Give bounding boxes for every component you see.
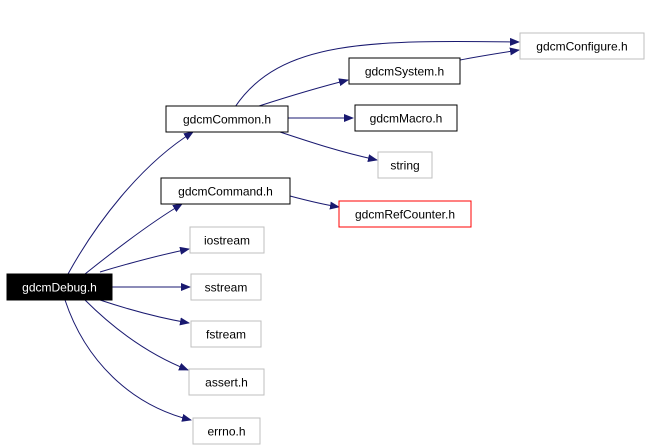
node-gdcmCommon[interactable]: gdcmCommon.h (165, 105, 289, 133)
node-label: gdcmDebug.h (22, 281, 97, 295)
node-gdcmMacro[interactable]: gdcmMacro.h (354, 104, 458, 132)
node-box (189, 226, 265, 254)
node-gdcmSystem[interactable]: gdcmSystem.h (348, 57, 461, 85)
edge-gdcmCommon-to-gdcmConfigure (234, 37, 520, 108)
node-fstream[interactable]: fstream (190, 320, 262, 348)
node-box (188, 368, 265, 396)
edge-gdcmSystem-to-gdcmConfigure (459, 47, 520, 61)
node-label: gdcmCommand.h (178, 185, 273, 199)
node-gdcmRefCounter[interactable]: gdcmRefCounter.h (338, 200, 472, 228)
node-label: assert.h (205, 376, 248, 390)
node-sstream[interactable]: sstream (190, 273, 262, 301)
node-box (190, 320, 262, 348)
node-box (165, 105, 289, 133)
node-box (190, 273, 262, 301)
node-label: gdcmMacro.h (370, 112, 443, 126)
node-label: gdcmConfigure.h (536, 40, 627, 54)
node-box (519, 32, 645, 60)
node-box (192, 417, 261, 445)
edge-gdcmDebug-to-iostream (99, 246, 190, 273)
node-label: gdcmSystem.h (365, 65, 444, 79)
edge-gdcmCommand-to-gdcmRefCounter (289, 195, 340, 210)
node-errno[interactable]: errno.h (192, 417, 261, 445)
nodes-layer: gdcmDebug.h gdcmCommon.h gdcmCommand.h i… (6, 32, 645, 445)
node-label: fstream (206, 328, 246, 342)
node-label: errno.h (207, 425, 245, 439)
node-label: iostream (204, 234, 250, 248)
edge-gdcmDebug-to-errno (64, 299, 192, 422)
node-box (377, 151, 433, 179)
node-label: gdcmCommon.h (183, 113, 271, 127)
edge-gdcmDebug-to-assert (84, 299, 189, 371)
edge-gdcmCommon-to-gdcmSystem (258, 78, 349, 107)
node-box (354, 104, 458, 132)
edge-gdcmDebug-to-gdcmCommand (84, 203, 183, 275)
node-box (348, 57, 461, 85)
node-iostream[interactable]: iostream (189, 226, 265, 254)
node-label: gdcmRefCounter.h (355, 208, 455, 222)
node-box (160, 177, 291, 205)
edges-layer (64, 37, 520, 422)
node-box (338, 200, 472, 228)
node-gdcmDebug[interactable]: gdcmDebug.h (6, 273, 113, 301)
node-string[interactable]: string (377, 151, 433, 179)
node-label: sstream (205, 281, 248, 295)
node-label: string (390, 159, 419, 173)
node-assert[interactable]: assert.h (188, 368, 265, 396)
node-gdcmCommand[interactable]: gdcmCommand.h (160, 177, 291, 205)
edge-gdcmDebug-to-fstream (99, 299, 190, 326)
edge-gdcmDebug-to-gdcmCommon (67, 131, 194, 275)
edge-gdcmCommon-to-string (276, 130, 378, 163)
node-box (6, 273, 113, 301)
node-gdcmConfigure[interactable]: gdcmConfigure.h (519, 32, 645, 60)
